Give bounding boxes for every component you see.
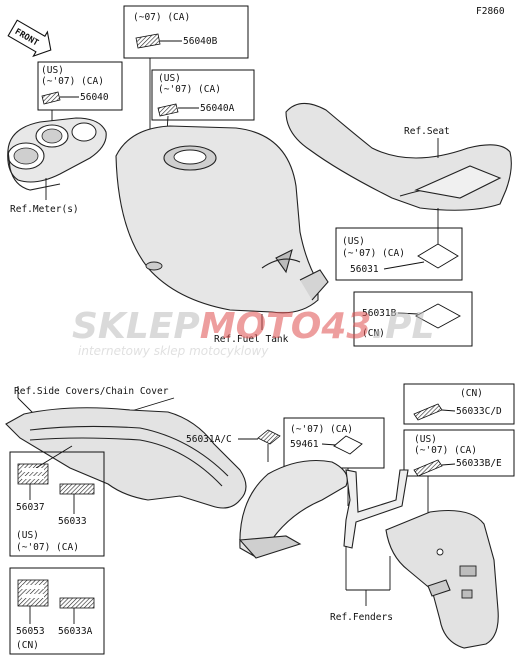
part-56033: 56033 [58, 516, 87, 527]
ca07-seat-label: (~'07) (CA) [342, 248, 405, 259]
rear-fender-part [385, 509, 499, 649]
seat-part [285, 102, 512, 211]
us-seat-label: (US) [342, 236, 365, 247]
front-fender-part [238, 459, 348, 559]
bracket-part [343, 469, 409, 549]
meter-part [7, 117, 107, 191]
ca07-mid-label: (~'07) (CA) [290, 424, 353, 435]
part-56033a: 56033A [58, 626, 93, 637]
cn-left-label: (CN) [16, 640, 39, 651]
ca07-right-label: (~'07) (CA) [414, 445, 477, 456]
ca07-left-label: (~'07) (CA) [16, 542, 79, 553]
label-box-56031 [335, 227, 463, 281]
sticker-56033cd-icon [413, 403, 443, 421]
side-cover-part [5, 407, 247, 509]
label-box-56033cd [403, 383, 515, 425]
label-box-56040b [123, 5, 249, 59]
svg-text:SKLEPMOTO43.PL: SKLEPMOTO43.PL [72, 306, 434, 347]
sticker-56053-icon [17, 579, 49, 607]
label-box-56033be [403, 429, 515, 477]
part-56040b: 56040B [183, 36, 218, 47]
label-box-56040 [37, 61, 123, 111]
sticker-56040-icon [41, 91, 61, 105]
sticker-56033-icon [59, 483, 95, 495]
part-56053: 56053 [16, 626, 45, 637]
label-box-56031b [353, 291, 473, 347]
part-56033be: 56033B/E [456, 458, 502, 469]
watermark-part2: MOTO [200, 306, 322, 347]
diagram-code: F2860 [476, 6, 505, 17]
front-arrow-icon: FRONT [7, 19, 52, 58]
sticker-56037-icon [17, 463, 49, 485]
label-box-56053 [9, 567, 105, 655]
part-56040a: 56040A [200, 103, 235, 114]
sticker-56031ac-icon [257, 429, 281, 445]
sticker-56031b-icon [415, 303, 461, 329]
watermark-part1: SKLEP [72, 306, 200, 347]
part-56037: 56037 [16, 502, 45, 513]
ref-fenders-label: Ref.Fenders [330, 612, 393, 623]
ca07-tank-label: (~'07) (CA) [158, 84, 221, 95]
part-56031: 56031 [350, 264, 379, 275]
part-56033cd: 56033C/D [456, 406, 502, 417]
part-56040: 56040 [80, 92, 109, 103]
cn-seat-label: (CN) [362, 328, 385, 339]
watermark: SKLEPMOTO43.PL internetowy sklep motocyk… [72, 306, 434, 358]
sticker-56040b-icon [135, 33, 161, 49]
ca07-meter-label: (~'07) (CA) [41, 76, 104, 87]
sticker-56031-icon [417, 243, 459, 269]
label-box-56040a [151, 69, 255, 121]
sticker-56033a-icon [59, 597, 95, 609]
watermark-tagline: internetowy sklep motocyklowy [78, 344, 269, 358]
sticker-59461-icon [333, 435, 363, 455]
watermark-part4: .PL [371, 306, 434, 347]
us-meter-label: (US) [41, 65, 64, 76]
us-left-label: (US) [16, 530, 39, 541]
sticker-56040a-icon [157, 103, 179, 117]
part-59461: 59461 [290, 439, 319, 450]
watermark-part3: 43 [320, 306, 371, 347]
sticker-56033be-icon [413, 459, 443, 477]
label-box-56037 [9, 451, 105, 557]
ref-fuel-tank-label: Ref.Fuel Tank [214, 334, 289, 345]
us-tank-label: (US) [158, 73, 181, 84]
us-right-label: (US) [414, 434, 437, 445]
fuel-tank-part [115, 125, 329, 314]
ref-side-covers-label: Ref.Side Covers/Chain Cover [14, 386, 169, 397]
ref-meter-label: Ref.Meter(s) [10, 204, 79, 215]
cn-right-label: (CN) [460, 388, 483, 399]
part-56031b: 56031B [362, 308, 397, 319]
ref-seat-label: Ref.Seat [404, 126, 450, 137]
ca07-top-label: (~07) (CA) [133, 12, 190, 23]
part-56031ac: 56031A/C [186, 434, 232, 445]
